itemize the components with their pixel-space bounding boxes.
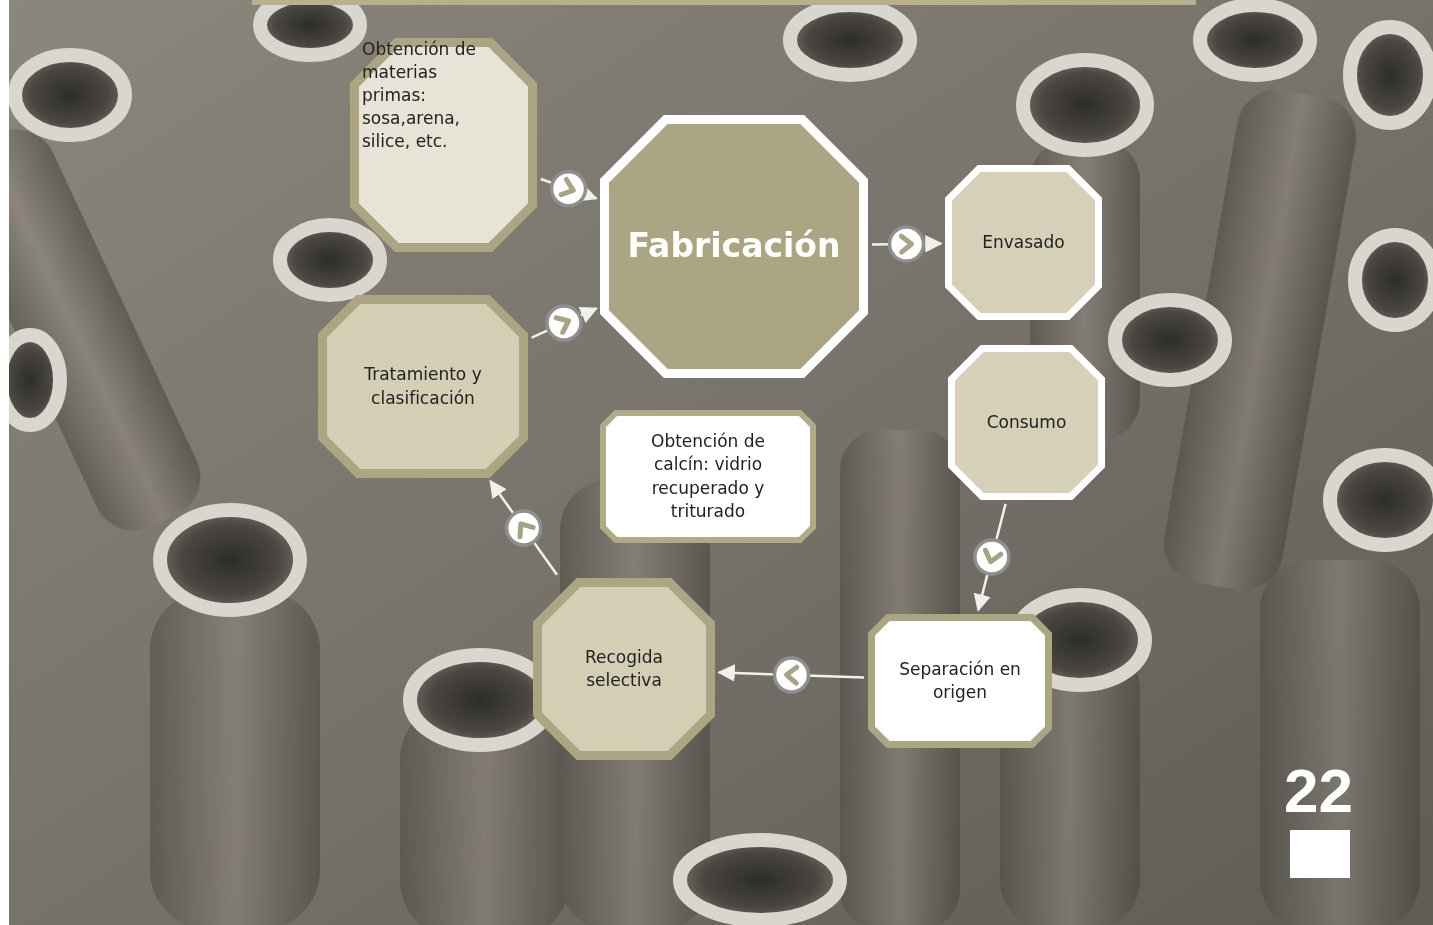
octagon-outline [318, 295, 528, 478]
octagon-fill [872, 618, 1049, 745]
main-step-title: Fabricación [628, 224, 841, 269]
step-label: Envasado [982, 231, 1064, 254]
arrow-badge [975, 540, 1009, 574]
step-octagon: Envasado [945, 165, 1102, 320]
flow-arrow [490, 481, 557, 574]
badge-chevron [983, 550, 1001, 564]
node-body: Envasado [945, 165, 1102, 320]
step-label: Consumo [987, 411, 1067, 434]
badge-chevron [901, 236, 911, 252]
step-box: Obtención de calcín: vidrio recuperado y… [600, 410, 816, 543]
step-label: Obtención de materias primas: sosa,arena… [362, 38, 492, 154]
badge-chevron [561, 179, 576, 197]
step-octagon: Tratamiento y clasificación [318, 295, 528, 478]
page-number: 22 [1284, 760, 1353, 822]
node-body: Obtención de calcín: vidrio recuperado y… [600, 410, 816, 543]
badge-circle [547, 306, 581, 340]
step-label: Tratamiento y clasificación [339, 363, 507, 409]
flow-arrow [541, 172, 596, 206]
badge-circle [775, 658, 809, 692]
badge-circle [507, 511, 541, 545]
arrow-badge [552, 172, 586, 206]
flow-arrow [872, 227, 941, 261]
badge-circle [890, 227, 924, 261]
arrow-badge [547, 306, 581, 340]
octagon-outline [600, 410, 816, 543]
octagon-fill [603, 413, 813, 540]
badge-chevron [556, 314, 572, 333]
step-octagon: Obtención de materias primas: sosa,arena… [350, 38, 537, 252]
octagon-fill [538, 583, 711, 756]
octagon-fill [605, 120, 864, 374]
step-label: Obtención de calcín: vidrio recuperado y… [638, 430, 778, 522]
step-octagon: Consumo [948, 345, 1105, 500]
octagon-fill [323, 300, 524, 474]
node-body: Obtención de materias primas: sosa,arena… [350, 38, 537, 252]
step-octagon: Recogida selectiva [533, 578, 715, 760]
node-body: Recogida selectiva [533, 578, 715, 760]
node-body: Tratamiento y clasificación [318, 295, 528, 478]
octagon-outline [868, 614, 1052, 748]
arrow-badge [775, 658, 809, 692]
step-box: Separación en origen [868, 614, 1052, 748]
arrow-badge [507, 511, 541, 545]
badge-chevron [786, 667, 797, 683]
page-margin [0, 0, 9, 925]
step-label: Separación en origen [887, 658, 1033, 704]
node-body: Consumo [948, 345, 1105, 500]
badge-circle [975, 540, 1009, 574]
flow-connector [490, 481, 557, 574]
badge-chevron [514, 519, 533, 536]
flow-arrow [975, 504, 1009, 610]
arrow-badge [890, 227, 924, 261]
top-rule [252, 0, 1196, 5]
flow-arrow [532, 306, 597, 340]
page-square [1290, 830, 1350, 878]
octagon-outline [533, 578, 715, 760]
node-body: Fabricación [600, 115, 868, 378]
octagon-fill [949, 169, 1099, 317]
flow-arrow [719, 658, 864, 692]
bottle-necks [0, 83, 1420, 925]
badge-circle [552, 172, 586, 206]
step-label: Recogida selectiva [554, 646, 694, 692]
node-body: Separación en origen [868, 614, 1052, 748]
octagon-fill [952, 349, 1102, 497]
main-octagon: Fabricación [600, 115, 868, 378]
